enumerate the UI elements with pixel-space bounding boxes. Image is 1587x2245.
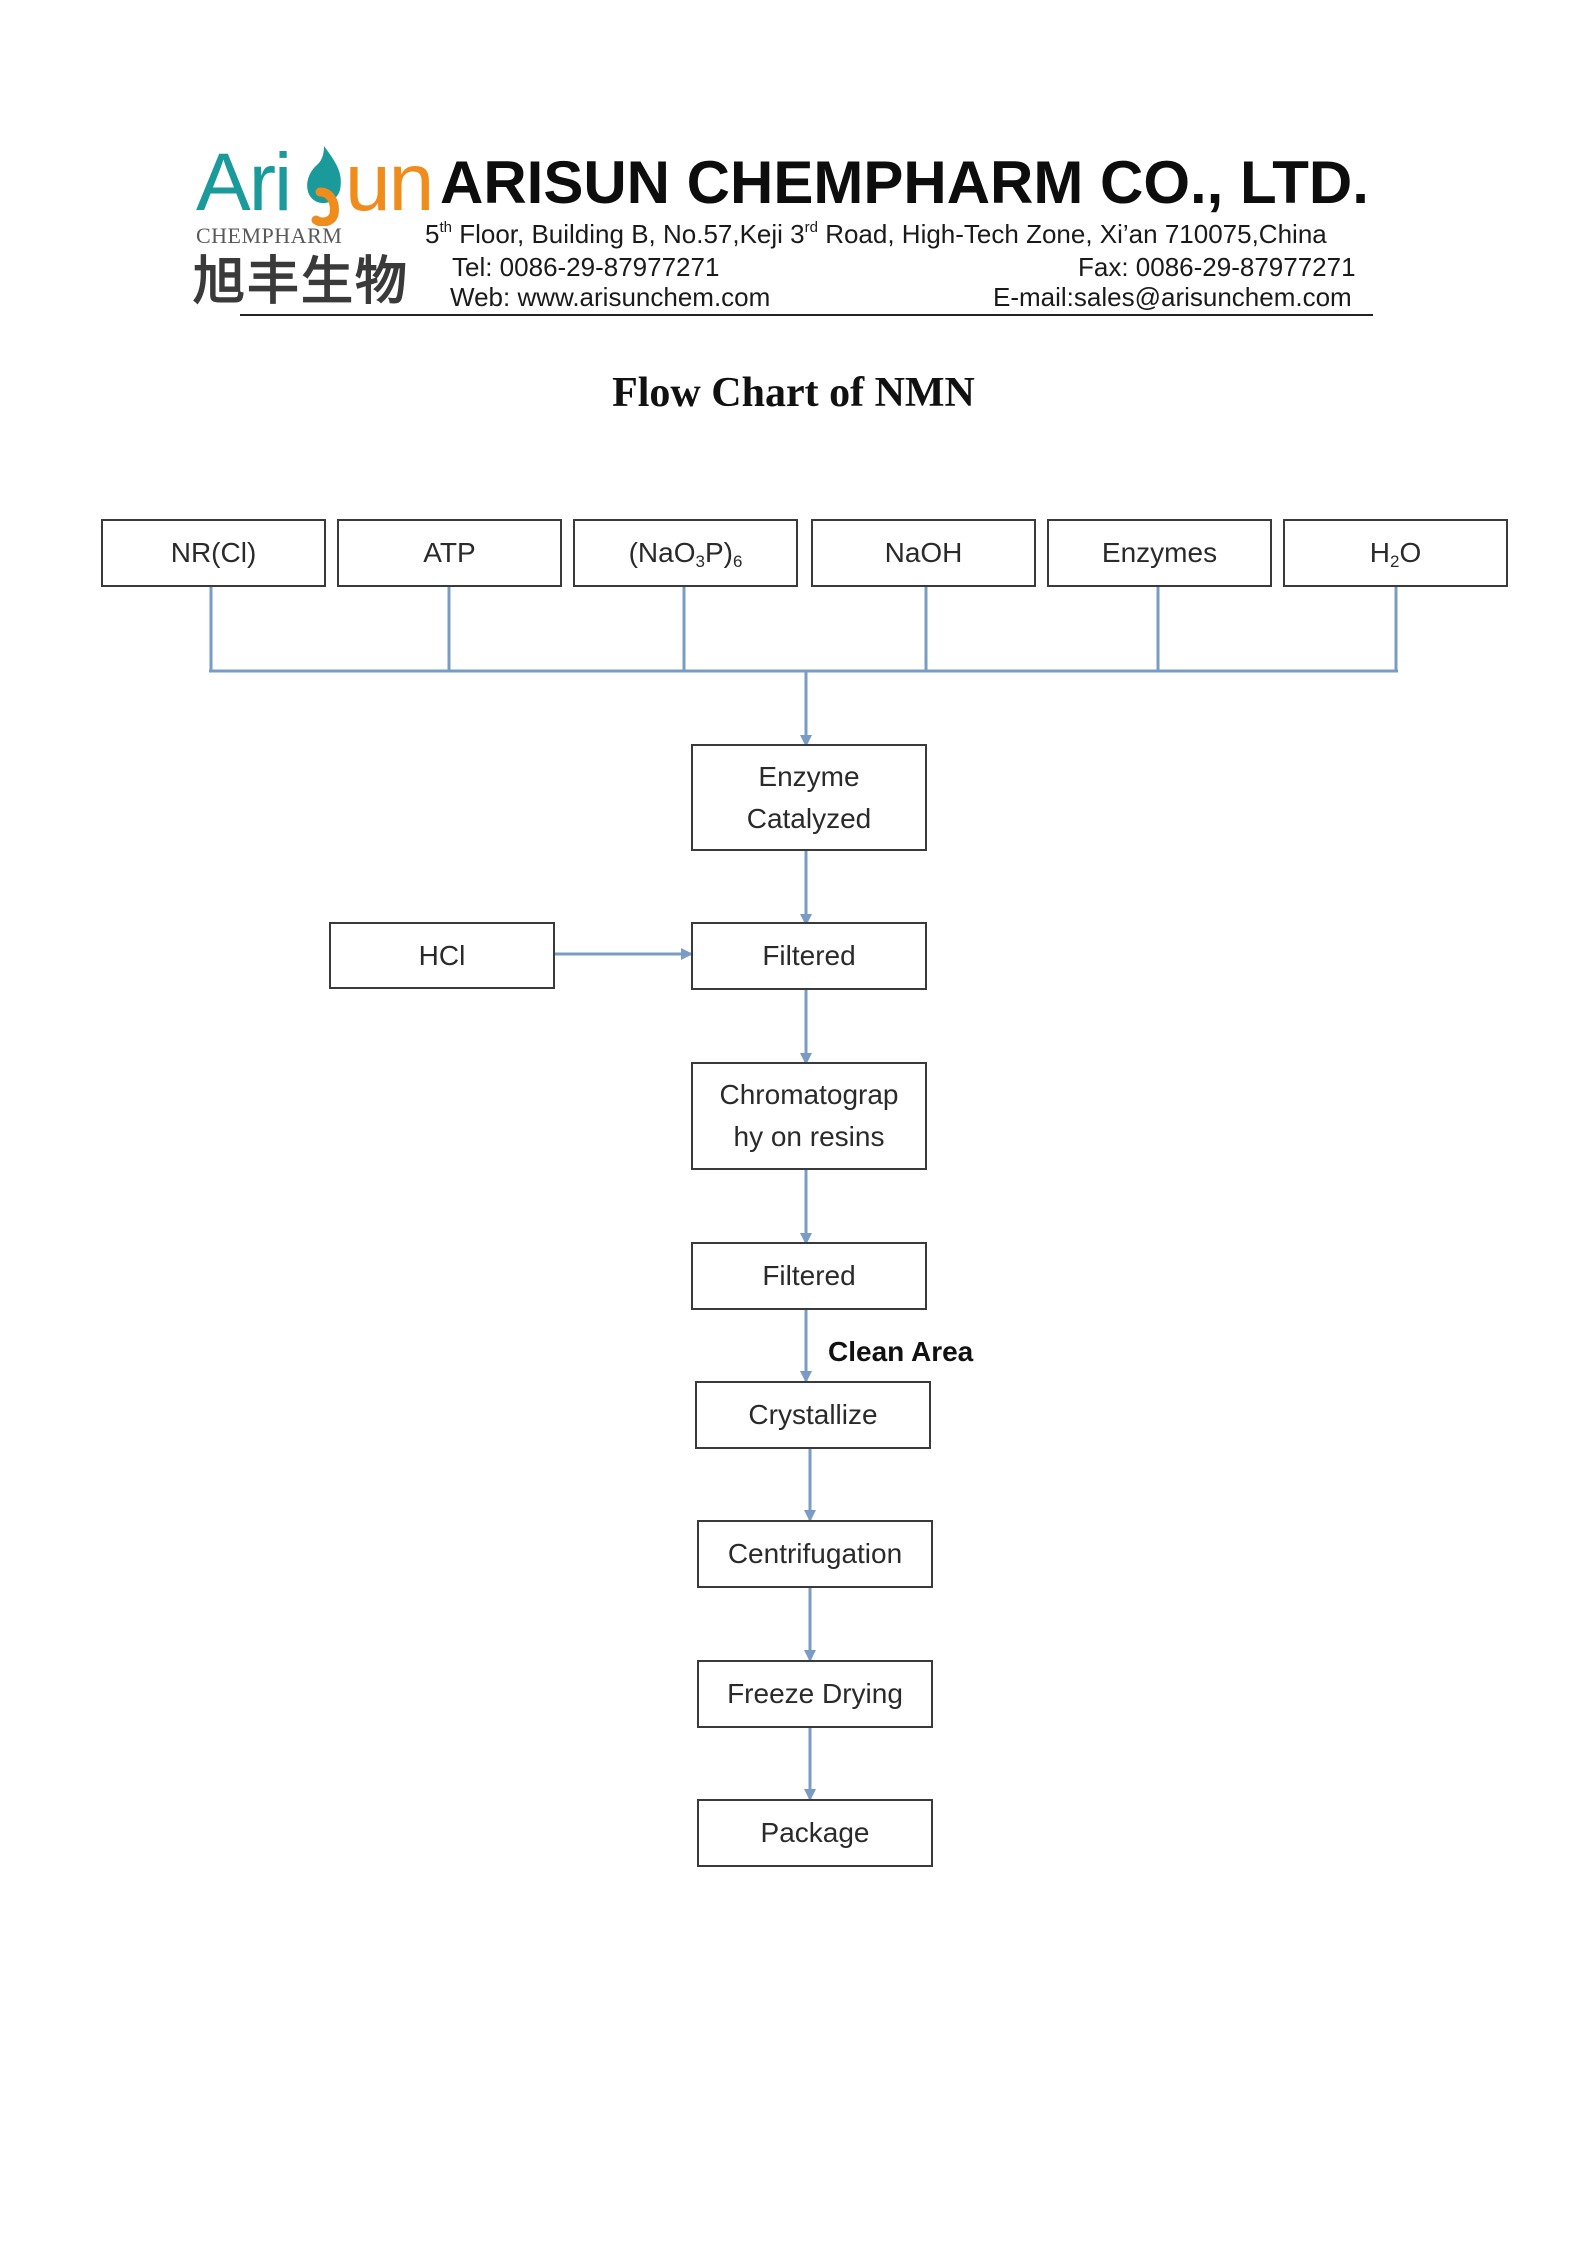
document-title: Flow Chart of NMN <box>612 370 975 416</box>
step-filtered-2: Filtered <box>691 1242 927 1310</box>
step-centrifugation-label: Centrifugation <box>727 1538 903 1569</box>
logo-wordmark-ari: Ari <box>196 137 292 228</box>
input-atp-label: ATP <box>423 537 476 568</box>
input-enzymes-label: Enzymes <box>1101 537 1218 568</box>
input-nrcl-label: NR(Cl) <box>170 537 257 568</box>
step-freeze-drying: Freeze Drying <box>697 1660 933 1728</box>
email-address: E-mail:sales@arisunchem.com <box>993 282 1352 312</box>
input-water-box: H2O <box>1283 519 1508 587</box>
step-enzyme-catalyzed: Enzyme Catalyzed <box>691 744 927 851</box>
company-address: 5th Floor, Building B, No.57,Keji 3rd Ro… <box>425 219 1327 249</box>
step-filtered-1: Filtered <box>691 922 927 990</box>
step-freeze-drying-label: Freeze Drying <box>727 1678 903 1709</box>
input-hcl-box: HCl <box>329 922 555 989</box>
step-filtered-1-label: Filtered <box>762 940 856 971</box>
input-enzymes-box: Enzymes <box>1047 519 1272 587</box>
fax-number: Fax: 0086-29-87977271 <box>1078 252 1356 282</box>
input-naoh-box: NaOH <box>811 519 1036 587</box>
telephone: Tel: 0086-29-87977271 <box>452 252 720 282</box>
clean-area-label: Clean Area <box>828 1336 974 1367</box>
step-chromatography: Chromatograp hy on resins <box>691 1062 927 1170</box>
leaf-drop-icon <box>307 146 341 226</box>
logo-chinese-name: 旭丰生物 <box>193 252 410 312</box>
input-hcl-label: HCl <box>418 939 466 971</box>
step-enzyme-catalyzed-line1: Enzyme <box>758 760 860 792</box>
input-nrcl-box: NR(Cl) <box>101 519 326 587</box>
logo-subtitle: CHEMPHARM <box>196 223 343 248</box>
website: Web: www.arisunchem.com <box>450 282 771 312</box>
input-water-label: H2O <box>1369 537 1422 571</box>
header-divider <box>240 314 1373 316</box>
step-crystallize: Crystallize <box>695 1381 931 1449</box>
input-sodium-metaphosphate-label: (NaO3P)6 <box>628 537 743 571</box>
step-package: Package <box>697 1799 933 1867</box>
step-centrifugation: Centrifugation <box>697 1520 933 1588</box>
step-crystallize-label: Crystallize <box>748 1399 878 1430</box>
step-chromatography-line1: Chromatograp <box>719 1079 899 1110</box>
company-name: ARISUN CHEMPHARM CO., LTD. <box>440 149 1369 216</box>
input-naoh-label: NaOH <box>884 537 963 568</box>
input-sodium-metaphosphate-box: (NaO3P)6 <box>573 519 798 587</box>
logo-wordmark-un: un <box>345 137 434 228</box>
input-atp-box: ATP <box>337 519 562 587</box>
step-enzyme-catalyzed-line2: Catalyzed <box>746 802 872 834</box>
step-package-label: Package <box>760 1817 870 1848</box>
step-chromatography-line2: hy on resins <box>733 1121 885 1152</box>
step-filtered-2-label: Filtered <box>762 1260 856 1291</box>
